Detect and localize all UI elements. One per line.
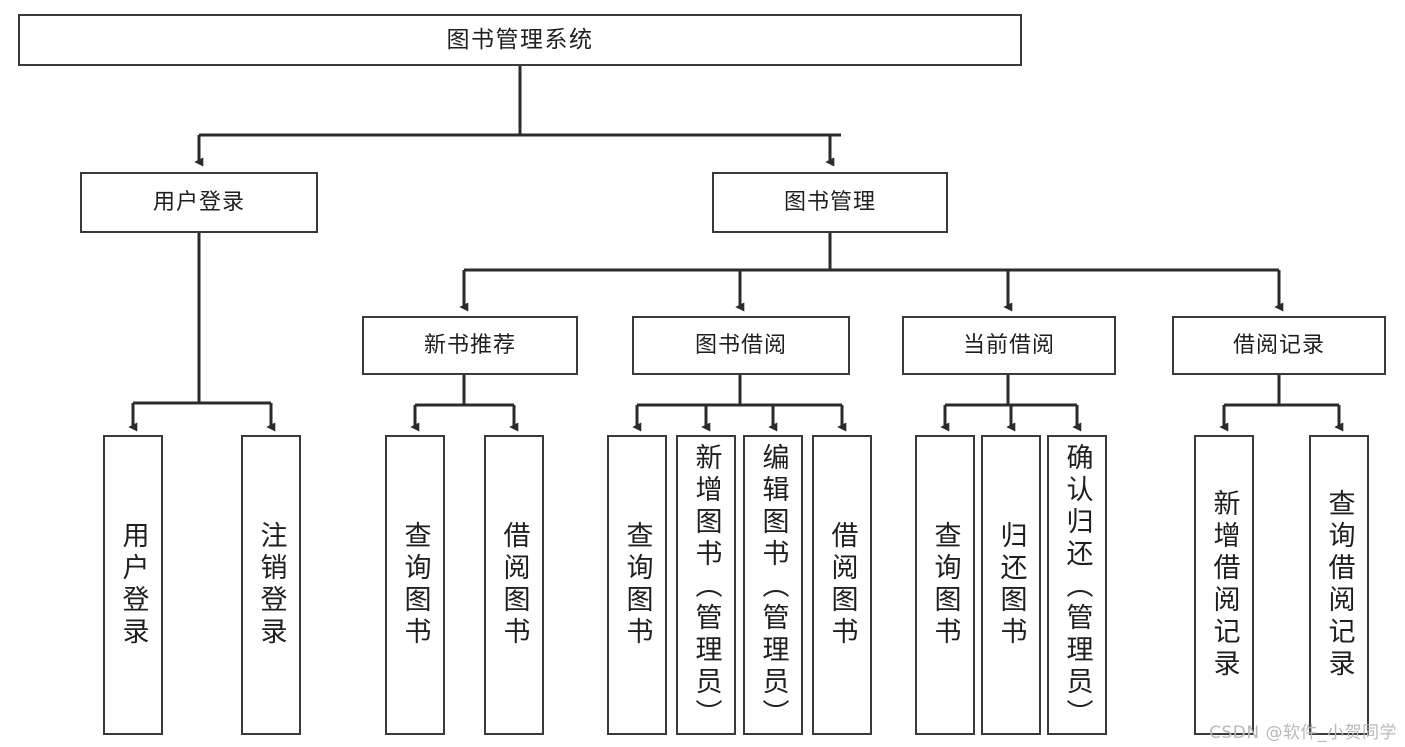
node-borrow-record[interactable]: 借阅记录: [1172, 316, 1386, 375]
leaf-label: 注销登录: [255, 521, 287, 649]
leaf-query-record[interactable]: 查询借阅记录: [1309, 435, 1369, 735]
node-user-login[interactable]: 用户登录: [80, 172, 318, 233]
node-label: 新书推荐: [423, 332, 516, 358]
leaf-confirm-return[interactable]: 确认归还（管理员）: [1047, 435, 1107, 735]
leaf-label: 查询借阅记录: [1323, 489, 1355, 681]
leaf-query-book-1[interactable]: 查询图书: [385, 435, 445, 735]
leaf-user-logout[interactable]: 注销登录: [241, 435, 301, 735]
leaf-borrow-book-1[interactable]: 借阅图书: [484, 435, 544, 735]
leaf-label: 编辑图书（管理员）: [757, 443, 789, 731]
leaf-return-book[interactable]: 归还图书: [981, 435, 1041, 735]
node-label: 图书管理: [783, 189, 876, 215]
leaf-label: 新增图书（管理员）: [690, 443, 722, 731]
leaf-label: 查询图书: [929, 521, 961, 649]
node-current-borrow[interactable]: 当前借阅: [902, 316, 1116, 375]
leaf-query-book-3[interactable]: 查询图书: [915, 435, 975, 735]
leaf-add-record[interactable]: 新增借阅记录: [1194, 435, 1254, 735]
leaf-label: 查询图书: [621, 521, 653, 649]
node-label: 当前借阅: [962, 332, 1055, 358]
node-label: 用户登录: [152, 189, 245, 215]
leaf-label: 查询图书: [399, 521, 431, 649]
node-label: 图书借阅: [694, 332, 787, 358]
leaf-label: 确认归还（管理员）: [1061, 443, 1093, 731]
leaf-add-book[interactable]: 新增图书（管理员）: [676, 435, 736, 735]
leaf-label: 借阅图书: [498, 521, 530, 649]
leaf-label: 新增借阅记录: [1208, 489, 1240, 681]
leaf-label: 借阅图书: [826, 521, 858, 649]
node-new-book-recommend[interactable]: 新书推荐: [362, 316, 578, 375]
node-book-borrow[interactable]: 图书借阅: [632, 316, 850, 375]
leaf-edit-book[interactable]: 编辑图书（管理员）: [743, 435, 803, 735]
node-book-management-system[interactable]: 图书管理系统: [18, 14, 1022, 66]
node-label: 借阅记录: [1232, 332, 1325, 358]
leaf-query-book-2[interactable]: 查询图书: [607, 435, 667, 735]
leaf-label: 归还图书: [995, 521, 1027, 649]
leaf-user-login[interactable]: 用户登录: [103, 435, 163, 735]
node-label: 图书管理系统: [446, 26, 594, 53]
leaf-borrow-book-2[interactable]: 借阅图书: [812, 435, 872, 735]
leaf-label: 用户登录: [117, 521, 149, 649]
node-book-management[interactable]: 图书管理: [712, 172, 948, 233]
watermark-text: CSDN @软件_小贺同学: [1209, 723, 1397, 743]
